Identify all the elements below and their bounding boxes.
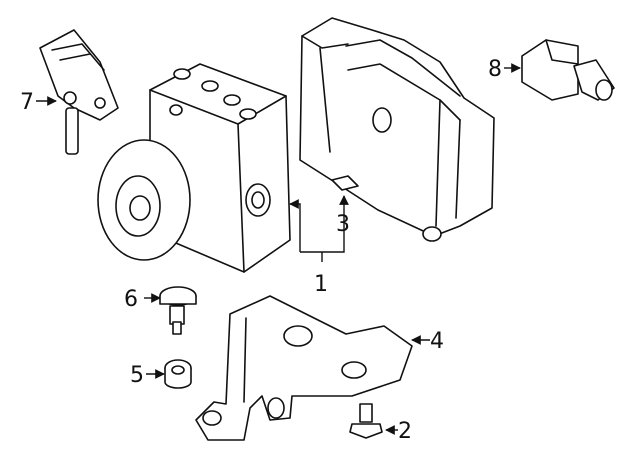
abs-modulator-part[interactable] bbox=[97, 63, 291, 273]
control-module-part[interactable] bbox=[299, 17, 495, 242]
callout-2: 2 bbox=[398, 419, 412, 444]
grommet-part[interactable] bbox=[164, 359, 192, 389]
callout-5: 5 bbox=[130, 363, 144, 388]
callout-6: 6 bbox=[124, 287, 138, 312]
callout-1: 1 bbox=[314, 272, 328, 297]
callout-3: 3 bbox=[336, 212, 350, 237]
bolt-part[interactable] bbox=[349, 403, 383, 439]
callout-7: 7 bbox=[20, 90, 34, 115]
callout-4: 4 bbox=[430, 329, 444, 354]
leader-lines bbox=[36, 63, 521, 435]
callout-8: 8 bbox=[488, 57, 502, 82]
speed-sensor-part[interactable] bbox=[39, 29, 119, 155]
mounting-bracket-part[interactable] bbox=[195, 295, 413, 441]
mount-stud-part[interactable] bbox=[159, 286, 197, 335]
yaw-rate-sensor-part[interactable] bbox=[521, 39, 615, 101]
